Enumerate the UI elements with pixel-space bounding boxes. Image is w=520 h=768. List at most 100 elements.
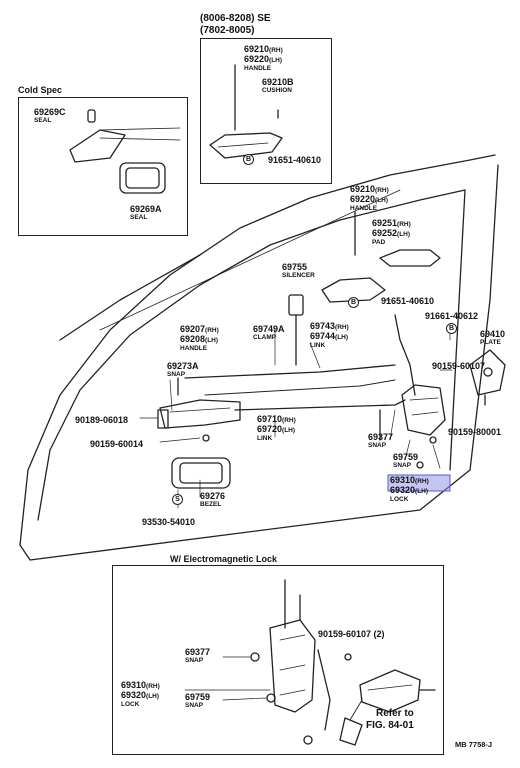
rh-suffix: (RH) — [269, 47, 283, 54]
rh-suffix: (RH) — [415, 478, 429, 485]
emlock-snap-69377-label: 69377 SNAP — [185, 647, 211, 665]
part-number: 69377 — [368, 432, 394, 442]
screw-90189-label: 90189-06018 — [75, 415, 129, 425]
part-number-lh: 69320 — [121, 690, 147, 700]
lh-suffix: (LH) — [205, 337, 219, 344]
part-name: PLATE — [480, 339, 501, 346]
rh-suffix: (RH) — [397, 221, 411, 228]
part-number-lh: 69320 — [390, 485, 416, 495]
part-number-rh: 69210 — [350, 184, 376, 194]
part-number: 69749A — [253, 324, 285, 334]
part-number-rh: 69710 — [257, 414, 283, 424]
part-number-rh: 69251 — [372, 218, 398, 228]
lh-suffix: (LH) — [415, 488, 429, 495]
part-name: LINK — [257, 435, 273, 442]
top-cushion-label: 69210B CUSHION — [262, 78, 294, 95]
lock-69310-label: 69310(RH) 69320(LH) LOCK — [390, 475, 429, 504]
part-number: 69759 — [185, 692, 211, 702]
top-handle-label: 69210(RH) 69220(LH) HANDLE — [244, 44, 283, 73]
part-number: 69377 — [185, 647, 211, 657]
part-name: CLAMP — [253, 334, 277, 341]
part-number: 69410 — [480, 329, 506, 339]
variant-label-1: (8006-8208) SE — [200, 13, 271, 24]
silencer-label: 69755 SILENCER — [282, 262, 315, 280]
silencer-part — [288, 294, 304, 366]
rh-suffix: (RH) — [205, 327, 219, 334]
part-number-lh: 69220 — [350, 194, 376, 204]
door-outline — [19, 154, 499, 561]
part-name: LINK — [310, 342, 326, 349]
inner-bezel — [171, 457, 231, 489]
part-name: LOCK — [121, 701, 140, 708]
emlock-box — [112, 565, 444, 755]
lh-suffix: (LH) — [146, 693, 160, 700]
emlock-title: W/ Electromagnetic Lock — [170, 554, 278, 564]
lock-plate — [469, 349, 506, 406]
rh-suffix: (RH) — [146, 683, 160, 690]
part-number: 69759 — [393, 452, 419, 462]
emlock-lock-label: 69310(RH) 69320(LH) LOCK — [121, 680, 160, 709]
snap-69759-label: 69759 SNAP — [393, 452, 419, 470]
part-number-rh: 69743 — [310, 321, 336, 331]
bolt-91661-label: 91661-40612 — [425, 311, 479, 321]
rh-suffix: (RH) — [335, 324, 349, 331]
lock-highlight — [387, 474, 451, 492]
link-69743-label: 69743(RH) 69744(LH) LINK — [310, 321, 349, 350]
part-name: HANDLE — [180, 345, 208, 352]
part-name: HANDLE — [244, 65, 272, 72]
bolt-91651-label: 91651-40610 — [381, 296, 435, 306]
lh-suffix: (LH) — [335, 334, 349, 341]
part-number: 69269C — [34, 107, 66, 117]
part-name: LOCK — [390, 496, 409, 503]
seal-69269c: 69269C SEAL — [34, 107, 66, 125]
part-name: SEAL — [130, 214, 148, 221]
part-number: 69273A — [167, 361, 199, 371]
inner-handle-mechanism — [157, 377, 241, 442]
part-number: 69269A — [130, 204, 162, 214]
part-name: CUSHION — [262, 87, 292, 94]
marker-b-icon: B — [348, 297, 359, 308]
lh-suffix: (LH) — [282, 427, 296, 434]
pad-label: 69251(RH) 69252(LH) PAD — [372, 218, 411, 247]
part-number: 69276 — [200, 491, 226, 501]
part-number-rh: 69310 — [121, 680, 147, 690]
link-rods — [184, 314, 416, 411]
part-name: SEAL — [34, 117, 52, 124]
rh-suffix: (RH) — [375, 187, 389, 194]
part-number: 69755 — [282, 262, 308, 272]
part-number-lh: 69720 — [257, 424, 283, 434]
cold-spec-seal-parts — [69, 109, 181, 194]
clip-label: 93530-54010 — [142, 517, 196, 527]
figure-reference[interactable]: FIG. 84-01 — [366, 720, 414, 731]
top-bolt-label: 91651-40610 — [268, 155, 322, 165]
top-inset-box — [200, 38, 332, 184]
seal-69269a: 69269A SEAL — [130, 204, 162, 222]
part-number-rh: 69210 — [244, 44, 270, 54]
diagram-code: MB 7758-J — [455, 740, 493, 749]
handle-69210-label: 69210(RH) 69220(LH) HANDLE — [350, 184, 389, 213]
rh-suffix: (RH) — [282, 417, 296, 424]
refer-to-label: Refer to — [376, 708, 414, 719]
part-name: BEZEL — [200, 501, 222, 508]
part-name: PAD — [372, 239, 386, 246]
emlock-assembly — [250, 579, 436, 746]
part-name: HANDLE — [350, 205, 378, 212]
lh-suffix: (LH) — [269, 57, 283, 64]
cold-spec-box — [18, 97, 188, 236]
snap-69377-label: 69377 SNAP — [368, 432, 394, 450]
marker-b-icon: B — [446, 323, 457, 334]
link-69710-label: 69710(RH) 69720(LH) LINK — [257, 414, 296, 443]
part-number-rh: 69310 — [390, 475, 416, 485]
part-number-lh: 69220 — [244, 54, 270, 64]
marker-s-icon: S — [172, 494, 183, 505]
part-name: SNAP — [185, 702, 204, 709]
part-number-rh: 69207 — [180, 324, 206, 334]
part-number-lh: 69252 — [372, 228, 398, 238]
variant-label-2: (7802-8005) — [200, 25, 255, 36]
marker-b-icon: B — [243, 154, 254, 165]
part-name: SNAP — [167, 371, 186, 378]
screw-90159-60014-label: 90159-60014 — [90, 439, 144, 449]
lh-suffix: (LH) — [397, 231, 411, 238]
bezel-label: 69276 BEZEL — [200, 491, 226, 509]
